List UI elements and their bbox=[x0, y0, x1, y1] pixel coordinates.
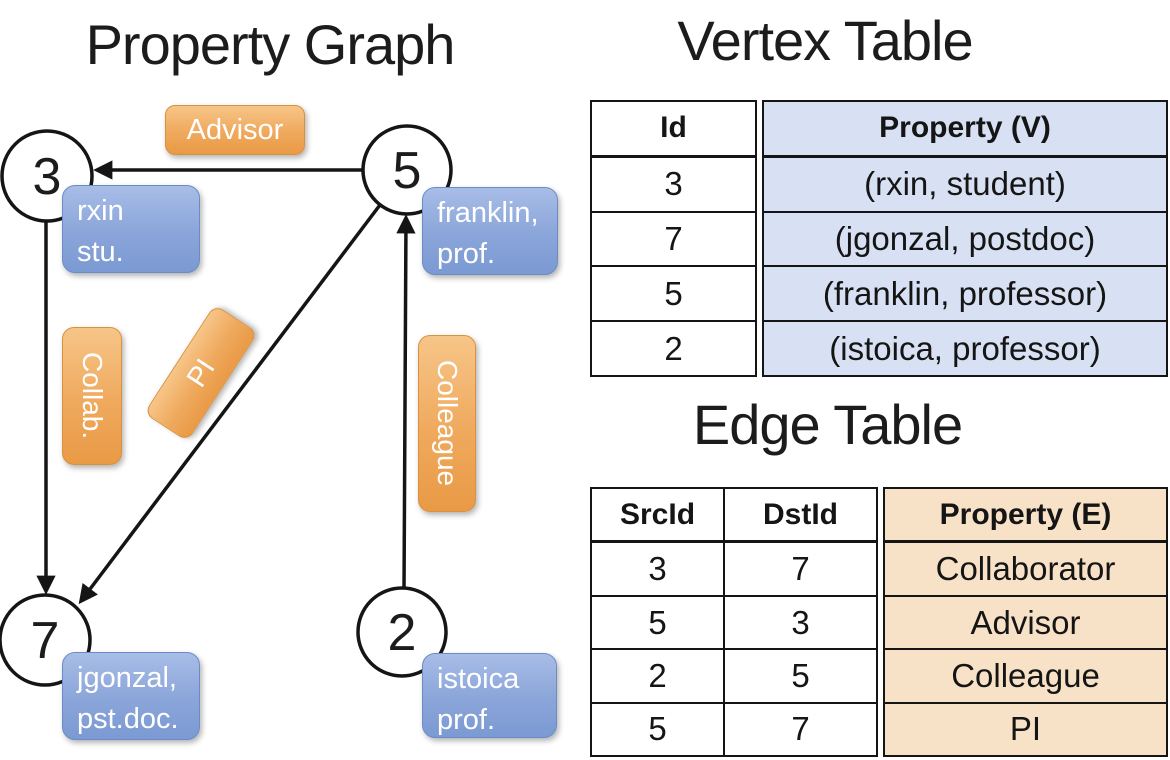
edge-pi-5-7 bbox=[78, 183, 397, 605]
node-id-7: 7 bbox=[31, 612, 60, 670]
vertex-table-title: Vertex Table bbox=[677, 9, 973, 72]
node-circle-2 bbox=[356, 586, 448, 678]
vertex-table-cell-property: (istoica, professor) bbox=[764, 320, 1166, 375]
node-id-5: 5 bbox=[393, 142, 422, 200]
edge-table-property-column: Property (E) Collaborator Advisor Collea… bbox=[883, 487, 1168, 757]
vertex-callout-line: franklin, bbox=[437, 197, 539, 229]
vertex-table-property-column: Property (V) (rxin, student) (jgonzal, p… bbox=[762, 100, 1168, 377]
edge-table-cell-property: Advisor bbox=[885, 594, 1166, 648]
edge-table-cell-property: Collaborator bbox=[885, 540, 1166, 594]
vertex-callout-line: prof. bbox=[437, 237, 496, 270]
vertex-callout-franklin: franklin, prof. bbox=[422, 187, 558, 275]
vertex-callout-istoica: istoica prof. bbox=[422, 653, 557, 738]
edge-label-collab: Collab. bbox=[62, 327, 122, 465]
vertex-table-cell-id: 7 bbox=[592, 210, 755, 266]
property-graph-title: Property Graph bbox=[85, 13, 456, 76]
edge-table-cell-srcid: 3 bbox=[592, 543, 725, 595]
vertex-callout-line: jgonzal, bbox=[77, 662, 177, 694]
vertex-table-cell-id: 3 bbox=[592, 154, 755, 211]
edge-table-id-columns: SrcId DstId 3 7 5 3 2 5 5 7 bbox=[590, 487, 878, 757]
edge-table-row: 2 5 bbox=[592, 648, 876, 702]
edge-table-cell-srcid: 5 bbox=[592, 703, 725, 756]
vertex-callout-line: rxin bbox=[77, 195, 124, 227]
vertex-table-cell-id: 5 bbox=[592, 265, 755, 320]
edge-table-cell-dstid: 3 bbox=[791, 603, 810, 641]
edge-table-header-srcid: SrcId bbox=[592, 489, 725, 541]
vertex-table-cell-property: (franklin, professor) bbox=[764, 265, 1166, 320]
vertex-table-header-property: Property (V) bbox=[879, 111, 1051, 145]
edge-table-cell-dstid: 7 bbox=[791, 550, 810, 588]
edge-table-header-dstid: DstId bbox=[763, 497, 838, 531]
vertex-callout-line: prof. bbox=[437, 703, 496, 736]
edge-table-header-property: Property (E) bbox=[939, 497, 1112, 531]
edge-table-cell-dstid: 7 bbox=[791, 710, 810, 748]
vertex-callout-line: stu. bbox=[77, 235, 124, 268]
edge-label-advisor: Advisor bbox=[165, 105, 305, 155]
edge-table-row: 5 7 bbox=[592, 701, 876, 756]
vertex-callout-line: istoica bbox=[437, 663, 520, 695]
edge-table-cell-dstid: 5 bbox=[791, 656, 810, 694]
vertex-table-cell-id: 2 bbox=[592, 320, 755, 375]
node-id-2: 2 bbox=[388, 604, 417, 662]
node-id-3: 3 bbox=[33, 148, 62, 206]
edge-table-cell-srcid: 5 bbox=[592, 596, 725, 649]
edge-table-cell-property: Colleague bbox=[885, 648, 1166, 701]
edge-label-colleague: Colleague bbox=[418, 335, 476, 512]
vertex-callout-rxin: rxin stu. bbox=[62, 185, 200, 273]
edge-table-row: 3 7 bbox=[592, 540, 876, 595]
edge-table-title: Edge Table bbox=[692, 393, 963, 456]
edge-table-cell-property: PI bbox=[885, 701, 1166, 755]
edge-table-header-row: SrcId DstId bbox=[592, 489, 876, 541]
vertex-table-id-column: Id 3 7 5 2 bbox=[590, 100, 757, 377]
edge-colleague-2-5 bbox=[396, 214, 416, 593]
vertex-table-cell-property: (rxin, student) bbox=[764, 154, 1166, 211]
edge-table-cell-srcid: 2 bbox=[592, 650, 725, 702]
vertex-callout-line: pst.doc. bbox=[77, 702, 179, 735]
property-graph-canvas: 3 5 7 2 bbox=[0, 124, 453, 687]
vertex-table-cell-property: (jgonzal, postdoc) bbox=[764, 210, 1166, 266]
vertex-callout-jgonzal: jgonzal, pst.doc. bbox=[62, 652, 200, 740]
vertex-table-header-id: Id bbox=[660, 111, 687, 145]
edge-table-row: 5 3 bbox=[592, 594, 876, 649]
